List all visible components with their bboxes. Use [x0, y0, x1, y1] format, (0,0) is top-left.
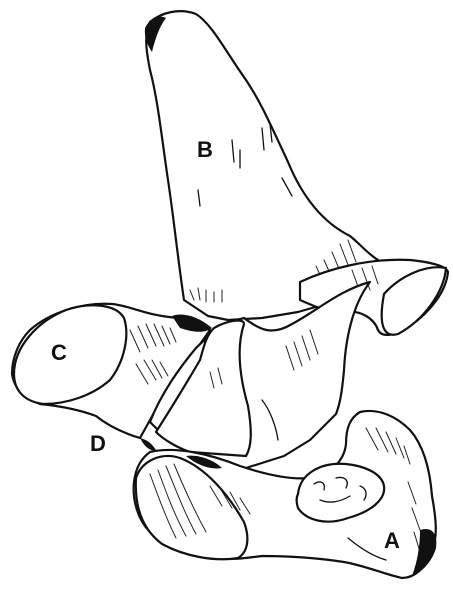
label-d: D — [90, 433, 106, 455]
label-b: B — [197, 139, 213, 161]
label-a: A — [384, 530, 400, 552]
label-c: C — [51, 342, 67, 364]
